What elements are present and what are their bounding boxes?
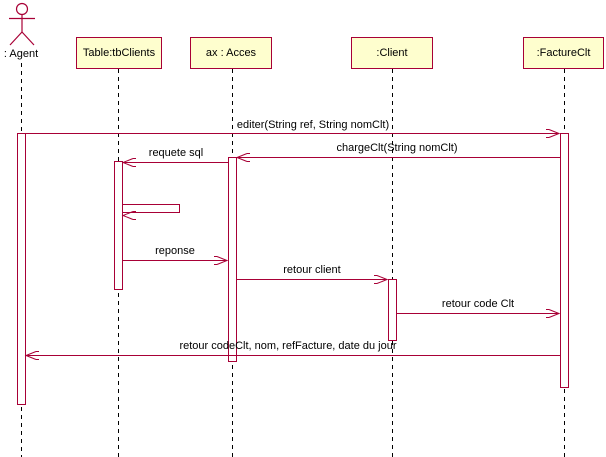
participant-client: :Client xyxy=(351,37,433,69)
activation-client xyxy=(388,279,397,341)
message-label-reponse: reponse xyxy=(155,245,195,257)
arrowhead-left-icon xyxy=(24,351,39,360)
message-label-retour-client: retour client xyxy=(283,264,341,276)
message-lines xyxy=(24,129,561,360)
message-label-editer: editer(String ref, String nomClt) xyxy=(236,119,390,131)
message-label-retour-code-clt: retour code Clt xyxy=(441,298,515,310)
participant-table-tbclients: Table:tbClients xyxy=(76,37,162,69)
activation-bars xyxy=(17,133,569,405)
message-label-chargeclt: chargeClt(String nomClt) xyxy=(336,142,458,154)
arrowhead-right-icon xyxy=(374,275,389,284)
participant-factureclt: :FactureClt xyxy=(523,37,604,69)
message-label-retour-final: retour codeClt, nom, refFacture, date du… xyxy=(179,340,397,352)
message-label-requete-sql: requete sql xyxy=(148,147,204,159)
arrowhead-right-icon xyxy=(546,129,561,138)
arrowhead-left-icon xyxy=(235,153,250,162)
activation-agent xyxy=(17,133,26,405)
actor-icon xyxy=(9,2,35,46)
arrowhead-left-icon xyxy=(121,211,136,220)
message-self-loop xyxy=(122,204,180,213)
arrowhead-right-icon xyxy=(214,256,229,265)
participant-ax-acces: ax : Acces xyxy=(190,37,272,69)
actor-label: : Agent xyxy=(3,48,39,60)
activation-factureclt xyxy=(560,133,569,388)
activation-ax-acces xyxy=(228,157,237,362)
arrowhead-right-icon xyxy=(546,309,561,318)
activation-table-tbclients xyxy=(114,161,123,290)
arrowhead-left-icon xyxy=(121,158,136,167)
